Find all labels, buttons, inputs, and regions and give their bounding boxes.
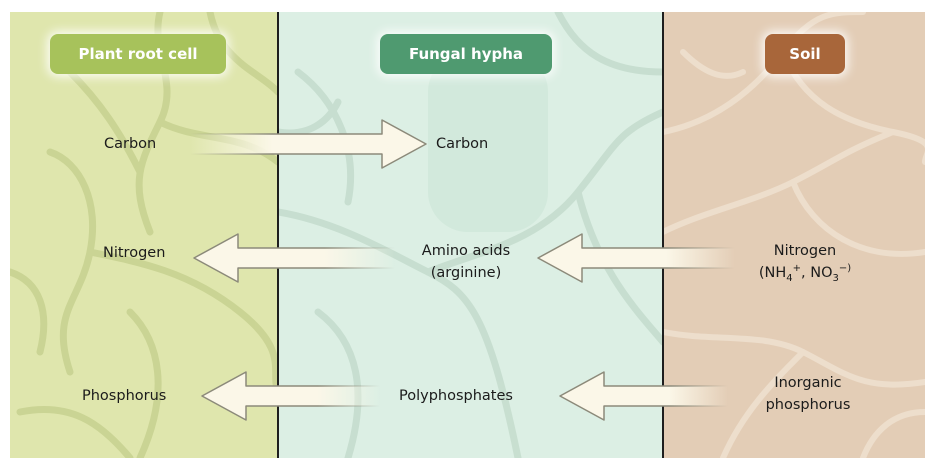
label-nitrogen-soil: Nitrogen (NH4+, NO3−) xyxy=(735,240,875,284)
nh4-subscript: 4 xyxy=(786,273,792,284)
label-inorganic-line2: phosphorus xyxy=(738,394,878,416)
label-nitrogen-soil-line1: Nitrogen xyxy=(735,240,875,262)
label-carbon-hypha: Carbon xyxy=(436,133,488,155)
no3-superscript: −) xyxy=(839,263,851,274)
label-inorganic-phosphorus: Inorganic phosphorus xyxy=(738,372,878,416)
label-polyphosphates: Polyphosphates xyxy=(399,385,513,407)
label-inorganic-line1: Inorganic xyxy=(738,372,878,394)
label-amino-acids-line2: (arginine) xyxy=(396,262,536,284)
label-amino-acids-line1: Amino acids xyxy=(396,240,536,262)
label-nitrogen-plant: Nitrogen xyxy=(103,242,165,264)
label-phosphorus-plant: Phosphorus xyxy=(82,385,166,407)
no3-prefix: , NO xyxy=(801,265,832,281)
label-nitrogen-forms: (NH4+, NO3−) xyxy=(735,262,875,284)
no3-subscript: 3 xyxy=(833,273,839,284)
nh4-prefix: (NH xyxy=(759,265,786,281)
header-soil: Soil xyxy=(765,34,845,74)
nh4-superscript: + xyxy=(793,263,801,274)
header-fungal-hypha: Fungal hypha xyxy=(380,34,552,74)
label-carbon-plant: Carbon xyxy=(104,133,156,155)
label-amino-acids: Amino acids (arginine) xyxy=(396,240,536,284)
header-plant-root-cell: Plant root cell xyxy=(50,34,226,74)
